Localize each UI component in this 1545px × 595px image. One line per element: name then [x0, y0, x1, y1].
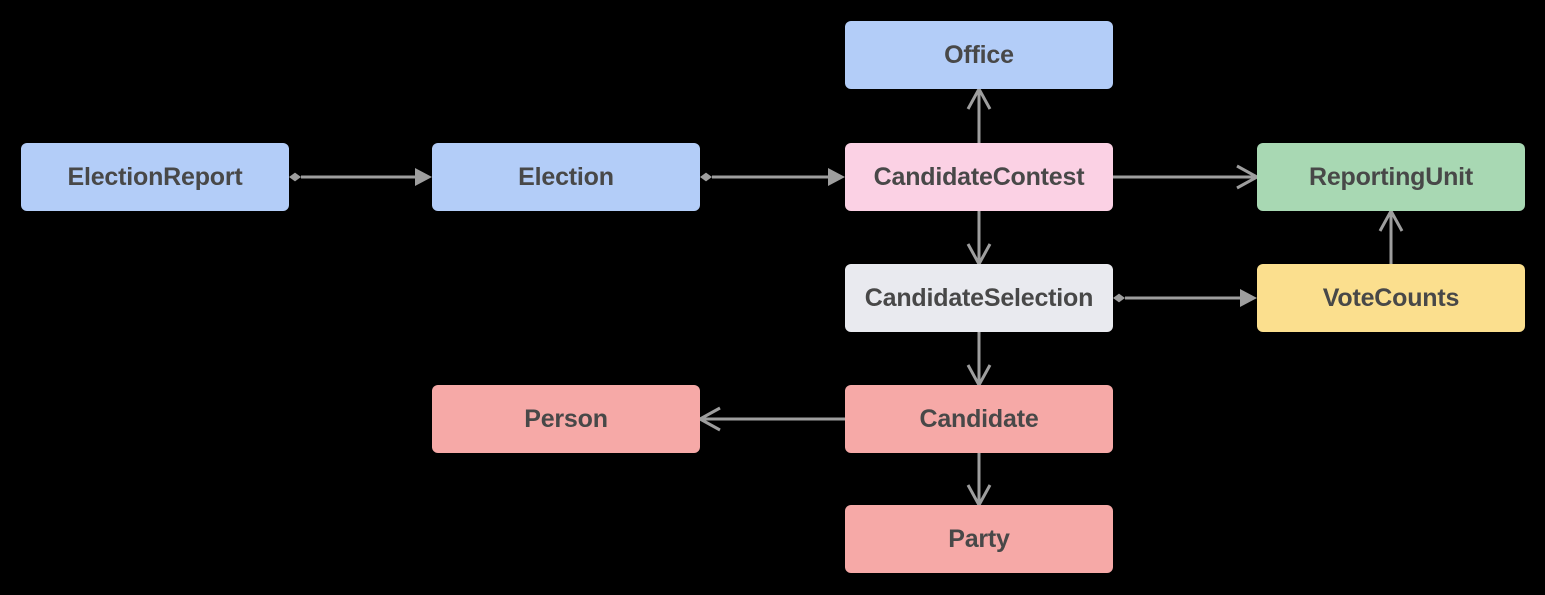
node-person[interactable]: Person	[432, 385, 700, 453]
node-label-election-report: ElectionReport	[67, 162, 243, 191]
edge-candidate-contest-to-office	[966, 85, 992, 143]
edge-candidate-contest-to-candidate-selection	[966, 211, 992, 268]
node-label-vote-counts: VoteCounts	[1322, 283, 1460, 312]
node-reporting-unit[interactable]: ReportingUnit	[1257, 143, 1525, 211]
node-candidate[interactable]: Candidate	[845, 385, 1113, 453]
node-election[interactable]: Election	[432, 143, 700, 211]
node-party[interactable]: Party	[845, 505, 1113, 573]
edge-arrowhead-filled-election-report-to-election	[415, 168, 432, 186]
edge-source-diamond-election-to-candidate-contest	[700, 172, 712, 182]
node-label-reporting-unit: ReportingUnit	[1308, 162, 1474, 191]
node-vote-counts[interactable]: VoteCounts	[1257, 264, 1525, 332]
node-label-office: Office	[944, 40, 1014, 69]
node-label-person: Person	[524, 404, 608, 433]
edge-arrowhead-open-candidate-selection-to-candidate	[966, 364, 992, 389]
node-candidate-contest[interactable]: CandidateContest	[845, 143, 1113, 211]
node-office[interactable]: Office	[845, 21, 1113, 89]
node-label-candidate-selection: CandidateSelection	[864, 283, 1094, 312]
node-election-report[interactable]: ElectionReport	[21, 143, 289, 211]
edge-source-diamond-candidate-selection-to-vote-counts	[1113, 293, 1125, 303]
edge-arrowhead-open-candidate-to-person	[696, 406, 721, 432]
edge-arrowhead-open-candidate-to-party	[966, 484, 992, 509]
edge-arrowhead-open-candidate-contest-to-office	[966, 85, 992, 110]
edge-candidate-selection-to-vote-counts	[1113, 289, 1257, 307]
node-candidate-selection[interactable]: CandidateSelection	[845, 264, 1113, 332]
node-label-candidate: Candidate	[919, 404, 1039, 433]
node-label-candidate-contest: CandidateContest	[873, 162, 1085, 191]
edge-candidate-to-party	[966, 453, 992, 509]
edge-arrowhead-filled-election-to-candidate-contest	[828, 168, 845, 186]
edge-vote-counts-to-reporting-unit	[1378, 207, 1404, 264]
edge-candidate-to-person	[696, 406, 845, 432]
node-label-election: Election	[518, 162, 614, 191]
edge-election-to-candidate-contest	[700, 168, 845, 186]
edge-arrowhead-open-candidate-contest-to-candidate-selection	[966, 243, 992, 268]
edge-candidate-selection-to-candidate	[966, 332, 992, 389]
edge-source-diamond-election-report-to-election	[289, 172, 301, 182]
edge-arrowhead-open-candidate-contest-to-reporting-unit	[1236, 164, 1261, 190]
edge-arrowhead-open-vote-counts-to-reporting-unit	[1378, 207, 1404, 232]
edge-candidate-contest-to-reporting-unit	[1113, 164, 1261, 190]
edge-arrowhead-filled-candidate-selection-to-vote-counts	[1240, 289, 1257, 307]
node-label-party: Party	[948, 524, 1010, 553]
edge-election-report-to-election	[289, 168, 432, 186]
